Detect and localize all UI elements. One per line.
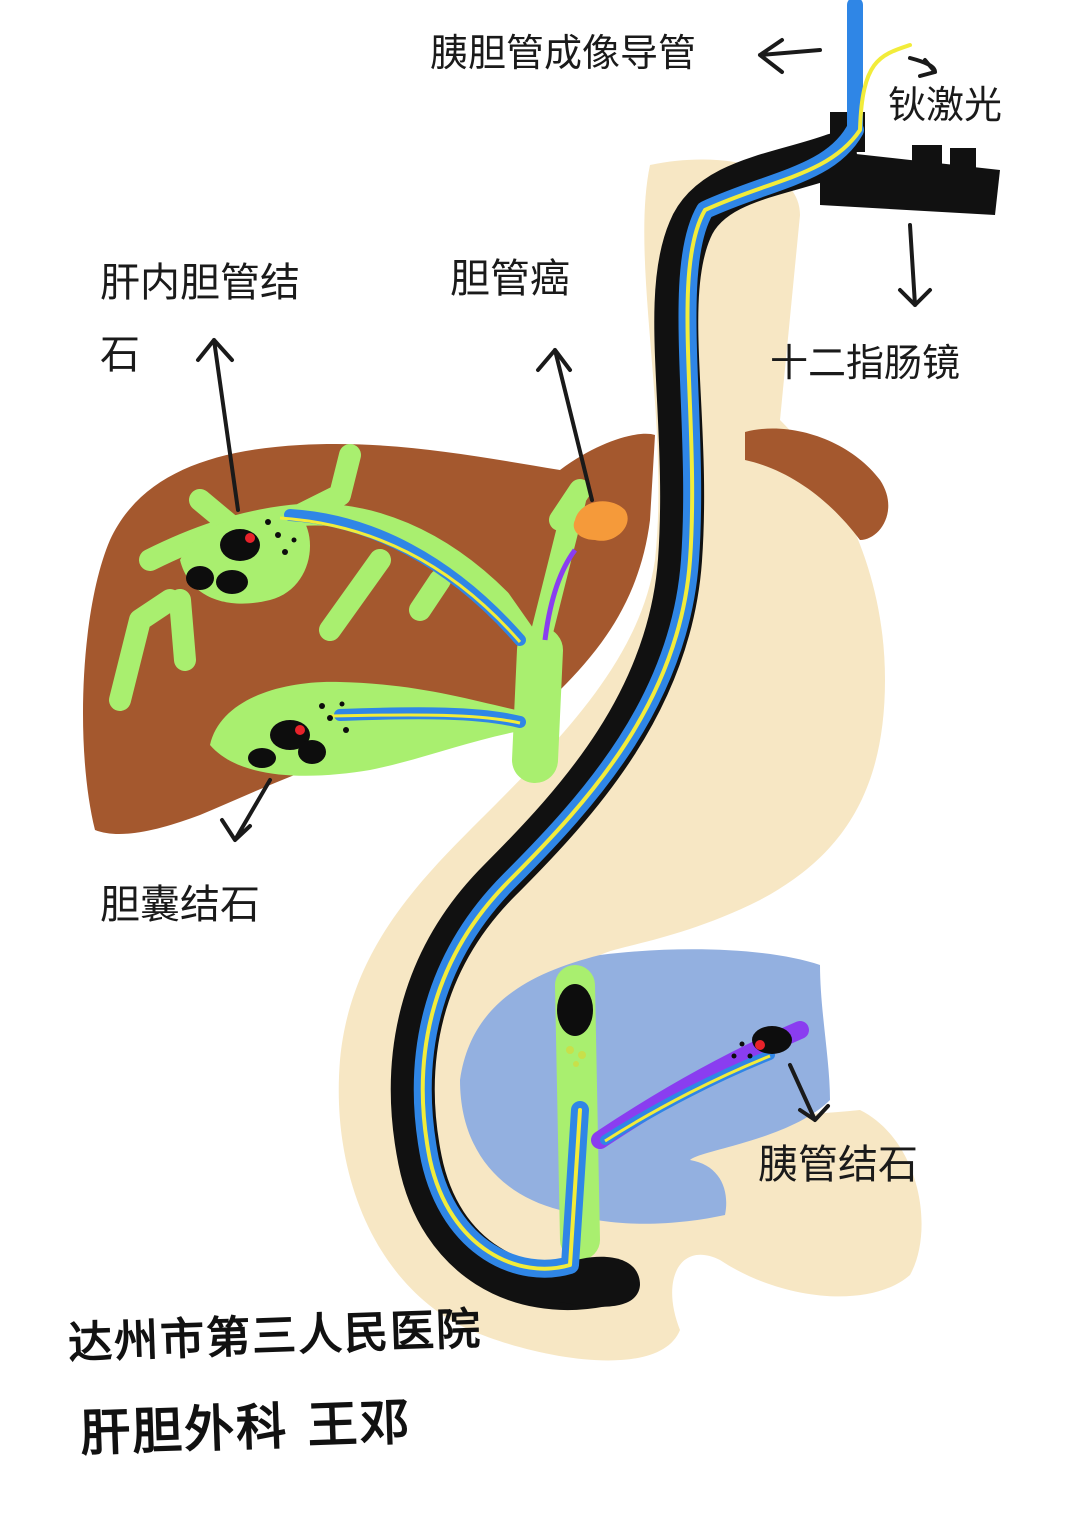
- label-intrahepatic-stone-line2: 石: [100, 332, 140, 378]
- pancreatic-duct-stone: [752, 1026, 792, 1054]
- laser-intrahepatic: [279, 516, 522, 643]
- common-bile-duct: [512, 627, 563, 783]
- label-pancreatobiliary-catheter: 胰胆管成像导管: [430, 31, 697, 75]
- duodenoscope-knob-2: [950, 148, 976, 174]
- bile-duct-stone: [557, 984, 593, 1036]
- label-gallbladder-stone: 胆囊结石: [100, 882, 260, 928]
- fragments-bile-duct: [566, 1046, 586, 1067]
- liver-right-lobe: [745, 428, 889, 540]
- gallbladder: [210, 681, 525, 776]
- catheter-hilar: [542, 548, 578, 641]
- cholangiocarcinoma-mass: [573, 501, 628, 541]
- label-intrahepatic-stone-line1: 肝内胆管结: [100, 260, 300, 306]
- signature-department: 肝胆外科 王邓: [79, 1392, 413, 1463]
- label-pancreatic-duct-stone: 胰管结石: [758, 1142, 918, 1188]
- label-holmium-laser: 钬激光: [888, 83, 1003, 127]
- laser-gallbladder: [329, 713, 521, 725]
- stone-fragments: [265, 519, 753, 1059]
- laser-pancreatic: [604, 1054, 771, 1143]
- laser-fiber: [420, 43, 912, 1271]
- duodenoscope-knob-1: [912, 145, 942, 173]
- catheter-intrahepatic: [284, 509, 526, 646]
- pancreas: [460, 949, 830, 1224]
- pointer-arrows: [196, 38, 937, 1122]
- label-cholangiocarcinoma: 胆管癌: [450, 256, 570, 302]
- laser-spots: [245, 533, 765, 1050]
- label-duodenoscope: 十二指肠镜: [770, 341, 961, 385]
- duodenoscope-tip: [560, 1256, 640, 1307]
